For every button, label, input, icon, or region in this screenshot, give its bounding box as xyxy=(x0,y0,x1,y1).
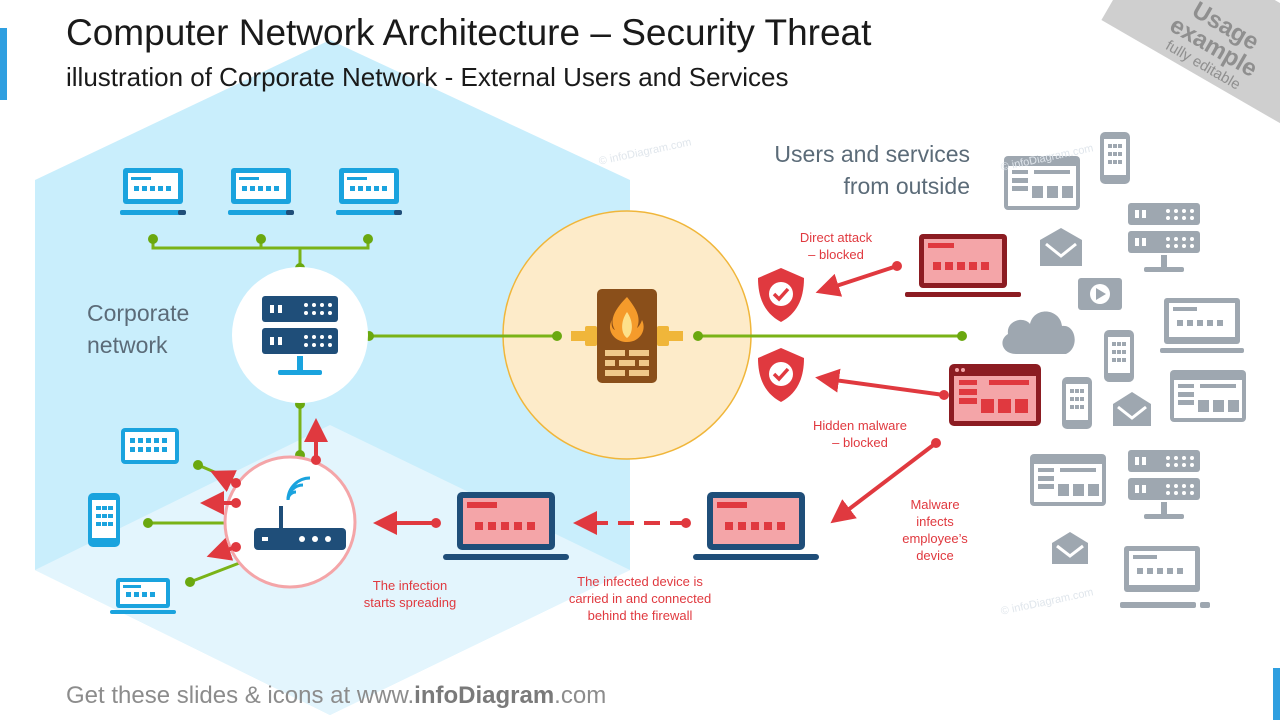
wifi-router-icon xyxy=(254,476,346,550)
footer-brand: infoDiagram xyxy=(414,682,555,709)
phone-icon xyxy=(1100,132,1130,184)
infected-laptop-icon xyxy=(443,492,569,560)
browser-window-icon xyxy=(1030,454,1106,506)
monitor-icon xyxy=(120,168,186,215)
infected-device-line-1: The infected device is xyxy=(577,574,703,589)
outside-services-label: Users and services from outside xyxy=(740,138,970,202)
page-subtitle: illustration of Corporate Network - Exte… xyxy=(66,62,789,92)
shield-check-icon xyxy=(758,268,804,322)
spreading-line-1: The infection xyxy=(372,578,448,593)
footer-prefix: Get these slides & icons at www. xyxy=(66,682,415,709)
email-icon xyxy=(1113,392,1151,426)
laptop-icon xyxy=(110,578,176,614)
malware-infects-line-3: employee’s xyxy=(902,531,968,546)
hidden-malware-label: Hidden malware – blocked xyxy=(796,417,924,451)
hidden-malware-line-1: Hidden malware xyxy=(813,418,907,433)
corporate-network-label: Corporate network xyxy=(87,297,189,361)
browser-window-icon xyxy=(1170,370,1246,422)
browser-window-icon xyxy=(1004,156,1080,210)
malware-infects-line-2: infects xyxy=(916,514,954,529)
monitor-icon xyxy=(1160,298,1244,353)
phone-icon xyxy=(88,493,120,547)
tablet-icon xyxy=(121,428,179,464)
footer-suffix: .com xyxy=(554,682,607,709)
monitor-icon xyxy=(1120,546,1210,608)
infection-arrows xyxy=(200,264,945,561)
direct-attack-line-1: Direct attack xyxy=(799,230,873,245)
footer-link[interactable]: Get these slides & icons at www.infoDiag… xyxy=(66,682,606,710)
spreading-label: The infection starts spreading xyxy=(350,577,470,611)
server-icon xyxy=(1128,450,1200,519)
infected-device-line-2: carried in and connected xyxy=(568,591,712,606)
corporate-label-line-2: network xyxy=(87,332,168,358)
firewall-icon xyxy=(571,289,683,383)
hidden-malware-line-2: – blocked xyxy=(832,435,888,450)
page-title: Computer Network Architecture – Security… xyxy=(66,12,872,53)
infection-arrow-origins xyxy=(231,261,949,552)
server-icon xyxy=(262,296,338,375)
spreading-line-2: starts spreading xyxy=(363,595,457,610)
outside-label-line-2: from outside xyxy=(843,173,970,199)
direct-attack-line-2: – blocked xyxy=(808,247,864,262)
infected-device-line-3: behind the firewall xyxy=(587,608,693,623)
server-icon xyxy=(1128,203,1200,272)
malware-infects-line-4: device xyxy=(916,548,954,563)
monitor-icon xyxy=(336,168,402,215)
malware-infects-label: Malware infects employee’s device xyxy=(886,496,984,564)
outside-services xyxy=(1002,132,1246,608)
monitor-icon xyxy=(228,168,294,215)
phone-icon xyxy=(1062,377,1092,429)
shield-check-icon xyxy=(758,348,804,402)
corporate-label-line-1: Corporate xyxy=(87,300,190,326)
malware-window-icon xyxy=(949,364,1041,426)
phone-icon xyxy=(1104,330,1134,382)
malware-infects-line-1: Malware xyxy=(910,497,960,512)
direct-attack-label: Direct attack – blocked xyxy=(776,229,896,263)
email-icon xyxy=(1040,228,1082,266)
cloud-icon xyxy=(1002,311,1075,354)
email-icon xyxy=(1052,532,1088,564)
infected-laptop-icon xyxy=(693,492,819,560)
slide-tab-right xyxy=(1273,668,1280,720)
outside-label-line-1: Users and services xyxy=(774,141,970,167)
video-icon xyxy=(1078,278,1122,310)
slide-tab-left xyxy=(0,28,7,100)
infected-device-label: The infected device is carried in and co… xyxy=(558,573,722,624)
router-node xyxy=(223,455,357,589)
attacker-laptop-icon xyxy=(905,234,1021,297)
